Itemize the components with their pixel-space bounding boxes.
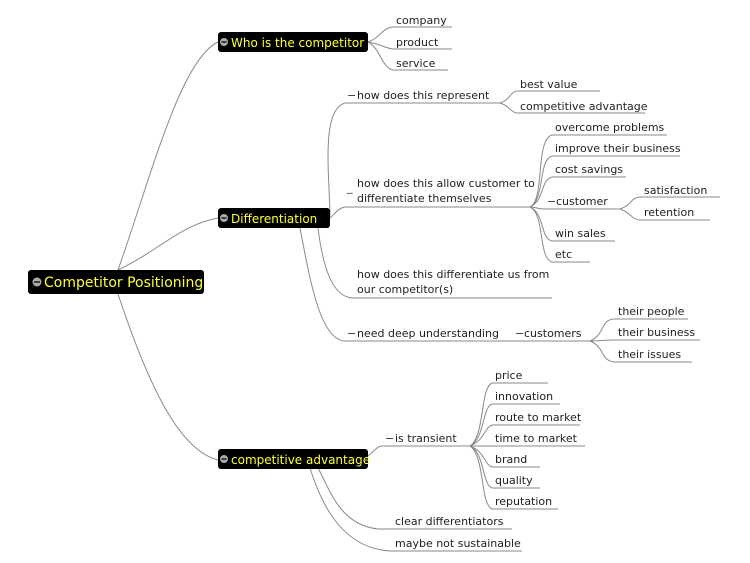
collapse-icon[interactable]: −	[547, 195, 556, 208]
leaf-time-to-market[interactable]: time to market	[495, 432, 578, 445]
leaf-cost-savings[interactable]: cost savings	[555, 163, 623, 176]
leaf-quality[interactable]: quality	[495, 474, 533, 487]
collapse-icon[interactable]: −	[385, 432, 394, 445]
leaf-their-issues[interactable]: their issues	[618, 348, 681, 361]
node-is-transient[interactable]: is transient	[395, 432, 457, 445]
root-node[interactable]: Competitor Positioning	[28, 270, 204, 294]
leaf-retention[interactable]: retention	[644, 206, 694, 219]
collapse-icon[interactable]: −	[515, 327, 524, 340]
collapse-icon[interactable]: −	[347, 327, 356, 340]
branch-label-competitive-advantage: competitive advantage	[231, 453, 370, 467]
diff-connectors	[299, 90, 720, 363]
node-how-represent[interactable]: how does this represent	[357, 89, 490, 102]
leaf-overcome-problems[interactable]: overcome problems	[555, 121, 665, 134]
node-customer[interactable]: customer	[556, 195, 608, 208]
node-differentiate-us-line1[interactable]: how does this differentiate us from	[357, 268, 549, 281]
leaf-route-to-market[interactable]: route to market	[495, 411, 582, 424]
adv-connectors	[309, 382, 585, 552]
branch-node-who[interactable]: Who is the competitor	[218, 32, 368, 52]
leaf-satisfaction[interactable]: satisfaction	[644, 184, 707, 197]
leaf-their-business[interactable]: their business	[618, 326, 695, 339]
leaf-etc[interactable]: etc	[555, 248, 572, 261]
leaf-product[interactable]: product	[396, 36, 439, 49]
leaf-price[interactable]: price	[495, 369, 523, 382]
branch-node-differentiation[interactable]: Differentiation	[218, 208, 330, 228]
leaf-brand[interactable]: brand	[495, 453, 527, 466]
collapse-icon[interactable]: −	[347, 89, 356, 102]
node-how-allow-line1[interactable]: how does this allow customer to	[357, 177, 535, 190]
collapse-icon[interactable]: _	[346, 181, 353, 194]
branch-label-who: Who is the competitor	[231, 36, 364, 50]
leaf-clear-differentiators[interactable]: clear differentiators	[395, 515, 504, 528]
node-customers[interactable]: customers	[524, 327, 582, 340]
leaf-improve-business[interactable]: improve their business	[555, 142, 681, 155]
leaf-their-people[interactable]: their people	[618, 305, 685, 318]
root-label: Competitor Positioning	[44, 275, 203, 291]
leaf-best-value[interactable]: best value	[520, 78, 578, 91]
leaf-competitive-advantage[interactable]: competitive advantage	[520, 100, 648, 113]
node-how-allow-line2[interactable]: differentiate themselves	[357, 192, 492, 205]
branch-label-differentiation: Differentiation	[231, 212, 317, 226]
leaf-service[interactable]: service	[396, 57, 436, 70]
node-deep-understanding[interactable]: need deep understanding	[357, 327, 499, 340]
node-differentiate-us-line2[interactable]: our competitor(s)	[357, 283, 453, 296]
who-connectors	[367, 26, 452, 71]
leaf-win-sales[interactable]: win sales	[555, 227, 606, 240]
leaf-maybe-not-sustainable[interactable]: maybe not sustainable	[395, 537, 521, 550]
leaf-company[interactable]: company	[396, 14, 447, 27]
root-connectors	[117, 41, 219, 461]
leaf-innovation[interactable]: innovation	[495, 390, 553, 403]
leaf-reputation[interactable]: reputation	[495, 495, 552, 508]
branch-node-competitive-advantage[interactable]: competitive advantage	[218, 449, 370, 469]
